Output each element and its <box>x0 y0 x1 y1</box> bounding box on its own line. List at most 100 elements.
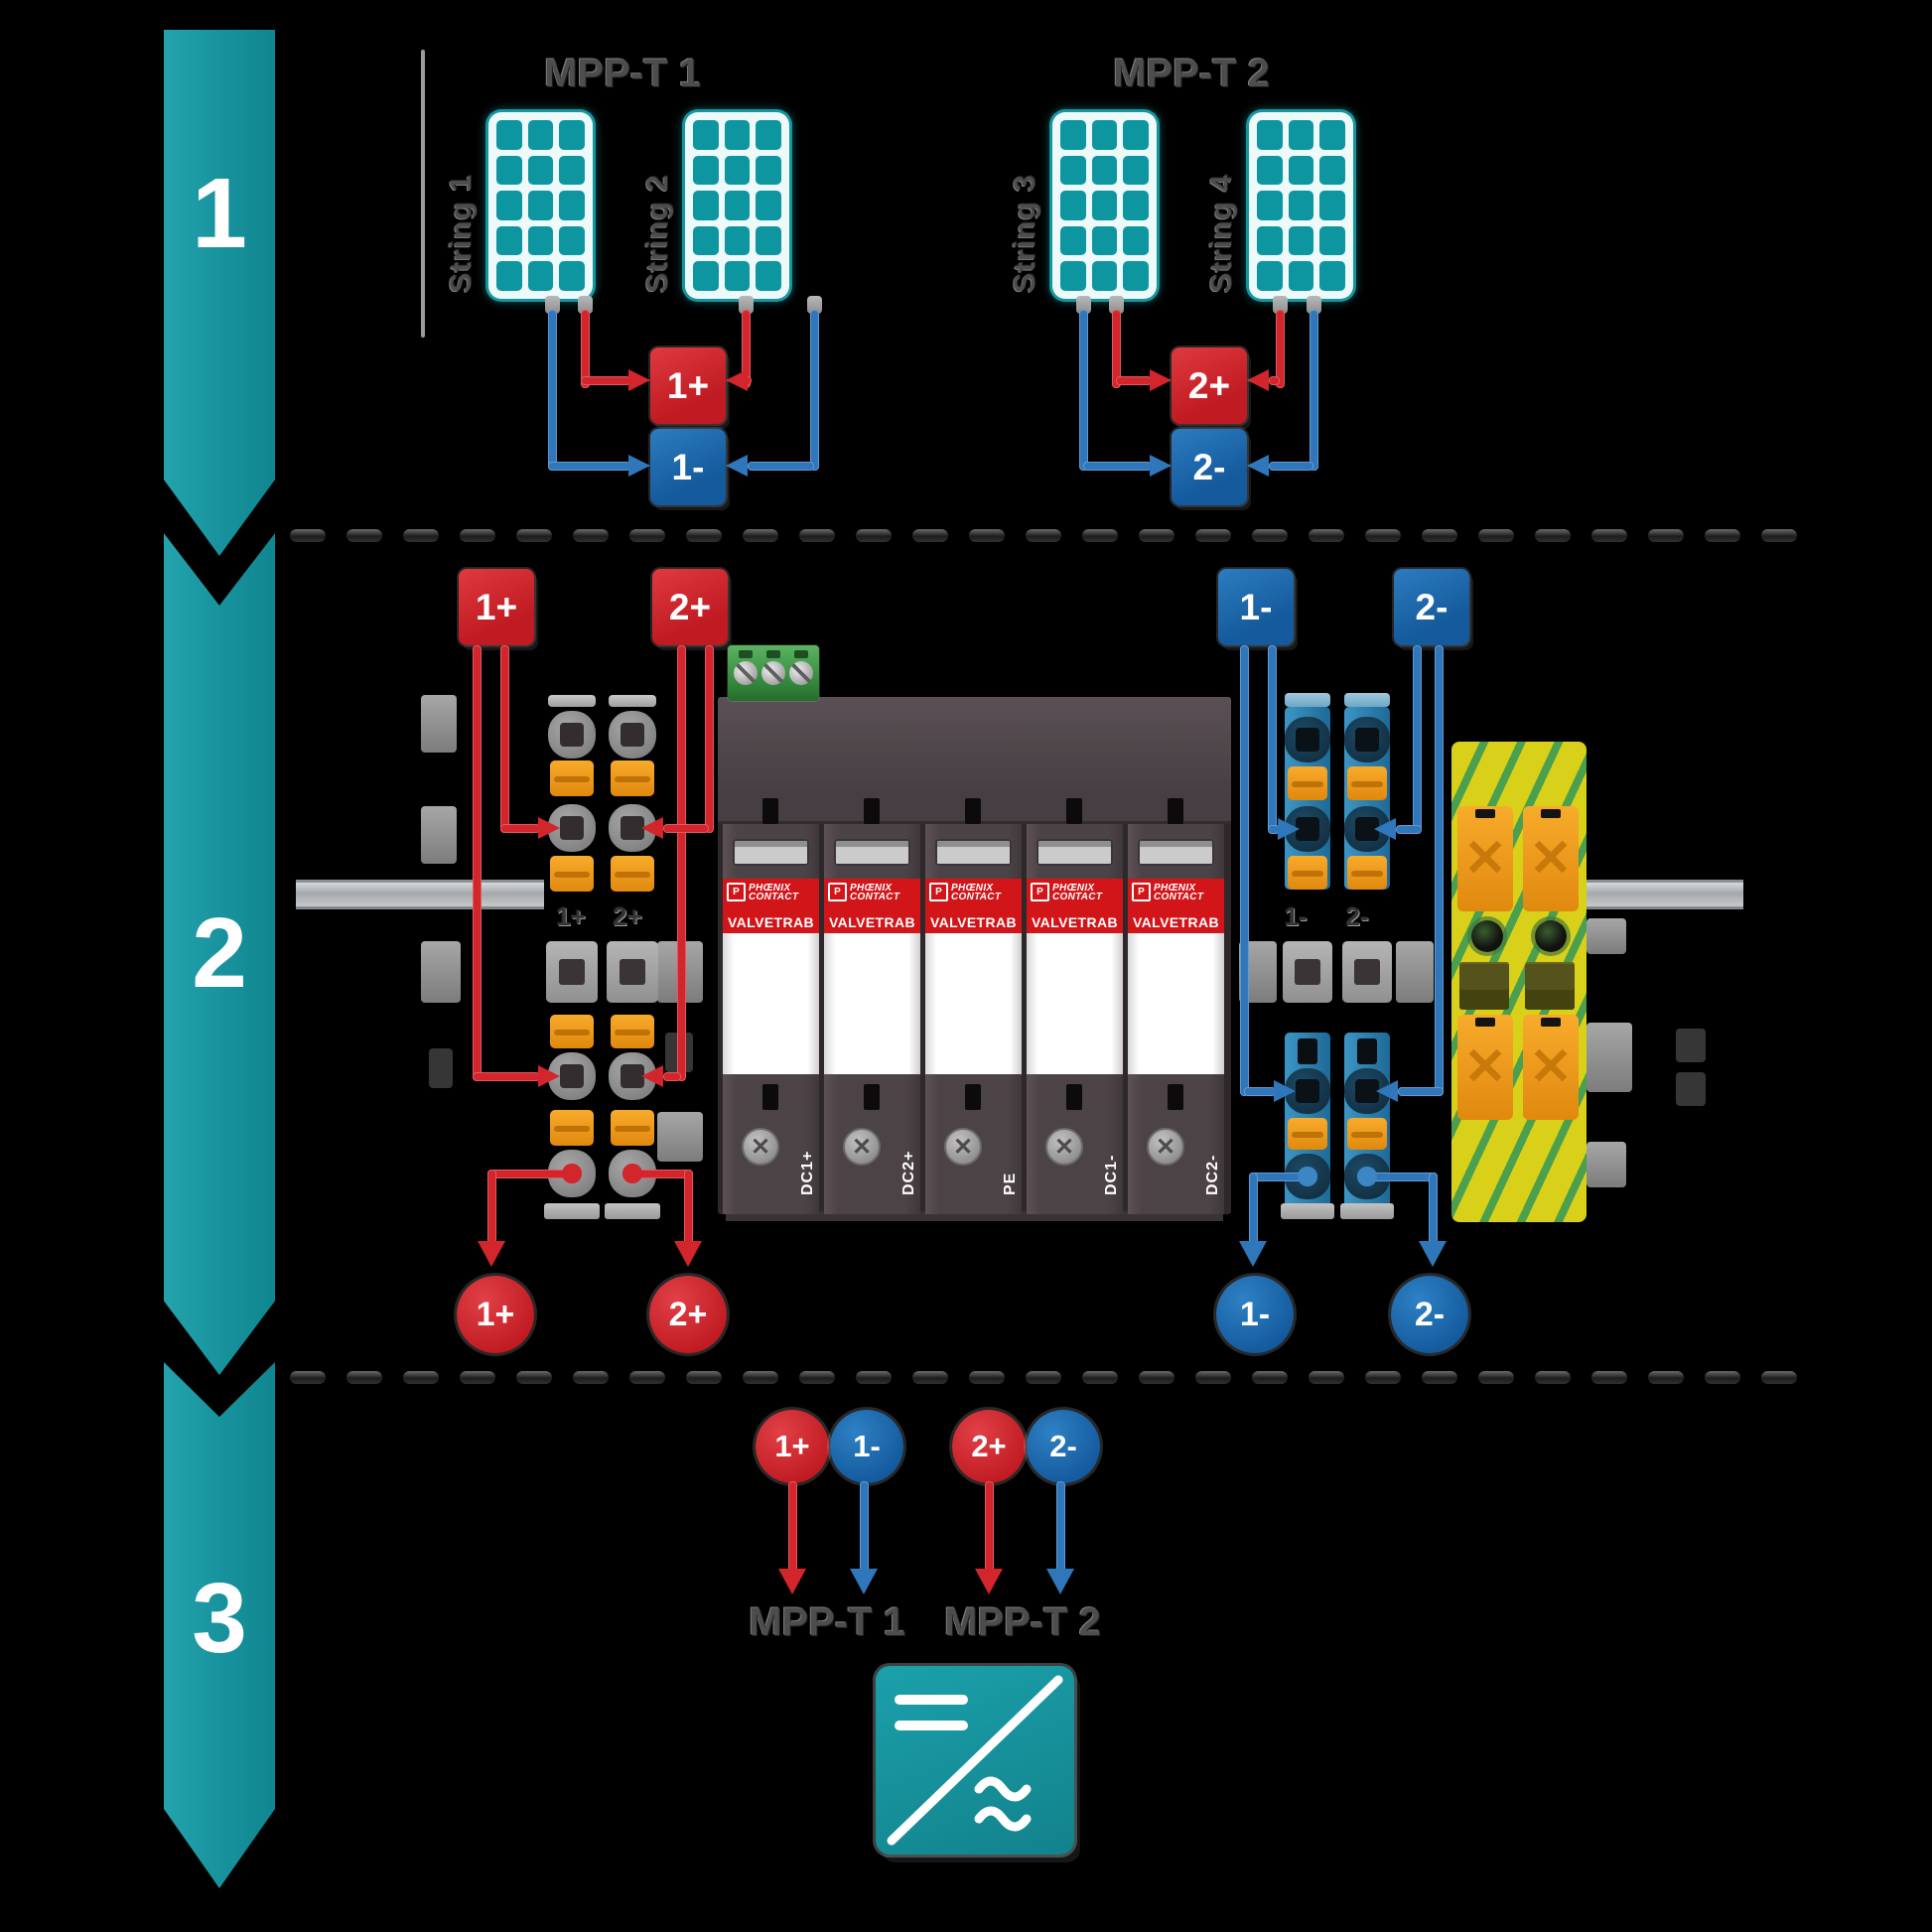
wire-exit-point <box>622 1164 642 1183</box>
wire-segment <box>548 462 630 471</box>
wire-arrowhead <box>1150 369 1172 391</box>
connector-slot <box>766 650 780 658</box>
dash <box>969 529 1005 542</box>
wire-arrowhead <box>975 1569 1003 1594</box>
pv-cell <box>1091 191 1118 220</box>
module-product-name: VALVETRAB <box>727 914 815 930</box>
pv-cell <box>1257 120 1283 150</box>
pv-cell <box>496 120 522 150</box>
dash <box>1026 1371 1061 1384</box>
inverter-plus2-circle: 2+ <box>952 1410 1026 1483</box>
pv-cell <box>756 261 781 291</box>
terminal-part-base <box>1281 1203 1334 1219</box>
dash <box>799 529 835 542</box>
pv-cell <box>693 120 719 150</box>
dash <box>856 1371 892 1384</box>
pv-cell <box>1123 225 1149 256</box>
dash <box>912 529 948 542</box>
pv-cell <box>1319 261 1345 291</box>
terminal-contact <box>1355 728 1379 752</box>
terminal-part-clamp <box>550 1110 594 1146</box>
dash <box>1648 529 1684 542</box>
wire-segment <box>684 1170 693 1245</box>
dash <box>1309 529 1344 542</box>
connector-cap <box>1273 296 1288 314</box>
dash <box>1082 529 1118 542</box>
connector-cap <box>739 296 754 314</box>
mounting-hardware <box>1396 941 1434 1003</box>
mounting-hardware <box>1587 1142 1626 1187</box>
dash <box>629 1371 665 1384</box>
pe-clamp: ✕ <box>1523 806 1579 911</box>
terminal-contact <box>1296 1079 1319 1103</box>
terminal-contact <box>560 816 584 840</box>
terminal-contact <box>621 816 644 840</box>
string4-label: String 4 <box>1205 174 1238 293</box>
connector-cap <box>1307 296 1321 314</box>
wire-exit-point <box>1357 1167 1377 1186</box>
pv-cell <box>693 261 719 291</box>
pv-cell <box>756 191 781 220</box>
outgoing-plus2-circle: 2+ <box>649 1276 727 1353</box>
pv-panel-string3 <box>1052 112 1157 299</box>
terminal-part-base <box>605 1203 660 1219</box>
inverter <box>876 1666 1074 1855</box>
dash <box>346 529 382 542</box>
incoming-minus2-tag: 2- <box>1394 569 1469 645</box>
wire-segment <box>628 1170 692 1178</box>
terminal-part-clamp <box>611 856 654 892</box>
mounting-hardware <box>429 1048 453 1088</box>
wire-arrowhead <box>726 369 748 391</box>
step-2-number: 2 <box>192 897 247 1009</box>
terminal-part-circ <box>1285 717 1330 762</box>
terminal-contact <box>1354 959 1380 985</box>
wire-segment <box>663 1072 681 1081</box>
pv-cell <box>724 261 751 291</box>
module-top-slot <box>1066 798 1082 824</box>
incoming-plus2-tag: 2+ <box>652 569 728 645</box>
module-product-name: VALVETRAB <box>1031 914 1119 930</box>
pv-cell <box>1091 225 1118 256</box>
module-indicator-window <box>834 839 910 866</box>
module-product-name: VALVETRAB <box>1132 914 1220 930</box>
device-foot <box>726 1211 1223 1221</box>
string3-label: String 3 <box>1009 174 1041 293</box>
pv-panel-string2 <box>685 112 789 299</box>
rail-label-plus1: 1+ <box>556 901 586 931</box>
wire-arrowhead <box>1374 818 1396 840</box>
dash <box>1195 529 1231 542</box>
terminal-contact <box>621 723 644 747</box>
pv-cell <box>1060 191 1086 220</box>
wire-segment <box>788 1481 797 1573</box>
separator-line-2 <box>290 1371 1799 1385</box>
outgoing-plus1-circle: 1+ <box>457 1276 534 1353</box>
module-bottom-slot <box>864 1084 880 1110</box>
terminal-part-clamp <box>611 760 654 796</box>
dash <box>573 529 609 542</box>
pv-cell <box>1257 155 1283 186</box>
connector-screw <box>789 661 813 685</box>
wire-segment <box>1269 376 1280 385</box>
dash <box>1026 529 1061 542</box>
string1-label: String 1 <box>445 174 478 293</box>
pv-cell <box>496 191 522 220</box>
terminal-contact <box>560 723 584 747</box>
pv-cell <box>1123 261 1149 291</box>
dash <box>403 529 439 542</box>
wire-segment <box>985 1481 994 1573</box>
wire-arrowhead <box>478 1241 505 1267</box>
dash <box>1591 1371 1627 1384</box>
wire-arrowhead <box>1278 818 1300 840</box>
connector-screw <box>761 661 785 685</box>
mounting-hardware <box>421 941 461 1003</box>
pe-clamp: ✕ <box>1457 806 1513 911</box>
pv-cell <box>1060 120 1086 150</box>
wire-arrowhead <box>850 1569 878 1594</box>
terminal-screw: ✕ <box>843 1128 881 1166</box>
mppt2-title: MPP-T 2 <box>1113 52 1270 95</box>
